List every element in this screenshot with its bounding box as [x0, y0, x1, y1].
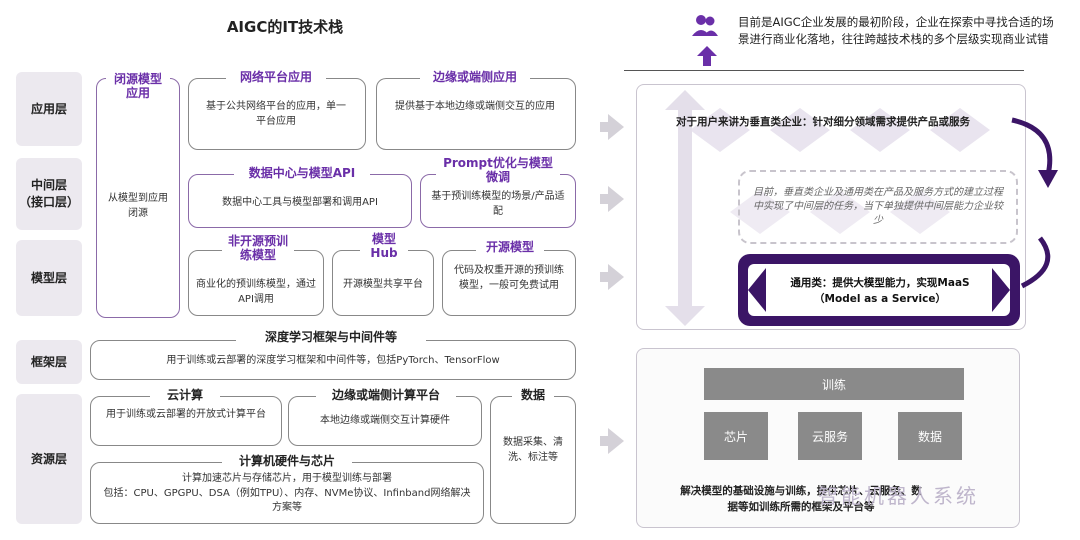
- data-box: [490, 396, 576, 524]
- edge-compute-desc: 本地边缘或端侧交互计算硬件: [320, 415, 450, 426]
- edge-app-desc: 提供基于本地边缘或端侧交互的应用: [395, 101, 555, 112]
- datacenter-api-box: [188, 174, 412, 228]
- curve-arrow-top: [1011, 117, 1058, 188]
- background-pattern: [665, 90, 990, 326]
- edge-app-header: 边缘或端侧应用: [420, 70, 530, 85]
- prompt-tuning-header: Prompt优化与模型微调: [436, 156, 560, 185]
- model-hub-header: 模型Hub: [360, 232, 408, 261]
- app-region: [636, 84, 1026, 330]
- layer-model: 模型层: [16, 240, 82, 316]
- layer-app: 应用层: [16, 72, 82, 146]
- page-title: AIGC的IT技术栈: [226, 18, 344, 36]
- datacenter-api-desc: 数据中心工具与模型部署和调用API: [222, 197, 378, 208]
- cloud-desc: 用于训练或云部署的开放式计算平台: [106, 409, 266, 420]
- training-block: 训练: [704, 368, 964, 400]
- closed-model-box: [96, 78, 180, 318]
- network-app-desc: 基于公共网络平台的应用，单一平台应用: [206, 101, 346, 127]
- hardware-desc: 计算加速芯片与存储芯片，用于模型训练与部署 包括：CPU、GPGPU、DSA（例…: [103, 473, 471, 513]
- arrow-right-1: [600, 114, 624, 140]
- infra-note: 解决模型的基础设施与训练，提供芯片、云服务、数据等如训练所需的框架及平台等: [680, 485, 922, 513]
- arrow-right-3: [600, 264, 624, 290]
- non-open-model-header: 非开源预训练模型: [222, 234, 294, 263]
- layer-resource-label: 资源层: [30, 451, 67, 466]
- datacenter-api-header: 数据中心与模型API: [234, 166, 370, 181]
- prompt-tuning-desc: 基于预训练模型的场景/产品适配: [431, 191, 565, 217]
- layer-framework-label: 框架层: [30, 354, 67, 369]
- chip-block: 芯片: [704, 412, 768, 460]
- users-icon: [690, 12, 720, 44]
- data-header: 数据: [512, 388, 554, 403]
- edge-app-box: [376, 78, 576, 150]
- closed-model-desc: 从模型到应用闭源: [108, 193, 168, 219]
- intro-text: 目前是AIGC企业发展的最初阶段，企业在探索中寻找合适的场景进行商业化落地，往往…: [738, 15, 1054, 47]
- arrow-right-4: [600, 428, 624, 454]
- curve-arrow-bottom: [1020, 236, 1051, 289]
- data-block: 数据: [898, 412, 962, 460]
- edge-compute-box: [288, 396, 482, 446]
- watermark: 智能机器人系统: [818, 484, 979, 508]
- network-app-header: 网络平台应用: [226, 70, 326, 85]
- dl-framework-desc: 用于训练或云部署的深度学习框架和中间件等，包括PyTorch、TensorFlo…: [166, 355, 500, 366]
- open-model-desc: 代码及权重开源的预训练模型，一般可免费试用: [454, 265, 564, 291]
- general-inner: [748, 264, 1010, 316]
- closed-model-header: 闭源模型应用: [106, 72, 170, 101]
- layer-middle-label: 中间层 （接口层）: [18, 178, 79, 209]
- layer-middle: 中间层 （接口层）: [16, 158, 82, 230]
- double-arrow-icon: [748, 268, 1010, 312]
- cloud-service-block: 云服务: [798, 412, 862, 460]
- layer-framework: 框架层: [16, 340, 82, 384]
- hardware-header: 计算机硬件与芯片: [222, 454, 352, 469]
- data-desc: 数据采集、清洗、标注等: [503, 437, 563, 463]
- arrow-right-2: [600, 186, 624, 212]
- dl-framework-header: 深度学习框架与中间件等: [236, 330, 426, 345]
- middle-note-box: [738, 170, 1018, 244]
- vertical-company-text: 对于用户来讲为垂直类企业：针对细分领域需求提供产品或服务: [676, 116, 970, 128]
- network-app-box: [188, 78, 366, 150]
- divider: [624, 70, 1024, 71]
- open-model-header: 开源模型: [476, 240, 544, 255]
- layer-model-label: 模型层: [30, 270, 67, 285]
- middle-note-text: 目前，垂直类企业及通用类在产品及服务方式的建立过程中实现了中间层的任务，当下单独…: [753, 187, 1003, 226]
- hardware-box: [90, 462, 484, 524]
- up-arrow-icon: [697, 46, 717, 66]
- edge-compute-header: 边缘或端侧计算平台: [316, 388, 456, 403]
- cloud-header: 云计算: [150, 388, 220, 403]
- layer-app-label: 应用层: [30, 101, 67, 116]
- layer-resource: 资源层: [16, 394, 82, 524]
- model-hub-desc: 开源模型共享平台: [343, 279, 423, 290]
- model-hub-box: [332, 250, 434, 316]
- general-text: 通用类：提供大模型能力，实现MaaS （Model as a Service）: [790, 277, 970, 305]
- non-open-model-desc: 商业化的预训练模型，通过API调用: [196, 279, 316, 305]
